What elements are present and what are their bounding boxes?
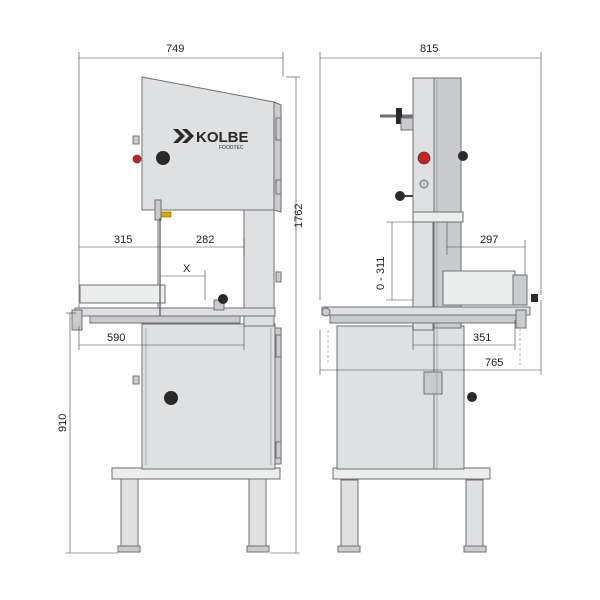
front-left-leg xyxy=(120,477,139,549)
side-blade-guide xyxy=(412,211,464,223)
side-left-leg xyxy=(340,479,359,549)
side-lower-knob xyxy=(467,392,477,402)
dim-left-reach-315: 315 xyxy=(114,234,132,246)
brand-tagline: FOODTEC xyxy=(219,145,244,151)
dim-table-length-590: 590 xyxy=(107,332,125,344)
dim-upper-depth-297: 297 xyxy=(480,234,498,246)
kolbe-logo: KOLBE FOODTEC xyxy=(173,129,249,151)
dim-cut-height-0-311: 0 - 311 xyxy=(375,257,387,290)
side-fence-knob xyxy=(531,294,538,302)
blade-guide-knob xyxy=(395,191,405,201)
fence-lock-knob xyxy=(218,294,228,304)
front-base-plate xyxy=(111,467,281,480)
dim-fence-351: 351 xyxy=(473,332,491,344)
dim-table-depth-765: 765 xyxy=(485,357,503,369)
side-view xyxy=(321,77,538,553)
front-pusher-plate xyxy=(79,284,166,304)
dim-table-height-910: 910 xyxy=(57,414,69,432)
front-table-handle xyxy=(71,309,83,331)
side-dimensions: 815 0 - 311 297 351 765 xyxy=(319,43,542,375)
side-lower-cabinet xyxy=(336,325,465,470)
front-view: KOLBE FOODTEC xyxy=(71,76,282,553)
stop-button-icon xyxy=(132,154,142,164)
front-right-foot xyxy=(246,545,270,553)
upper-door-knob xyxy=(156,151,170,165)
front-left-foot xyxy=(117,545,141,553)
dim-depth-815: 815 xyxy=(420,43,438,55)
front-cabinet-side xyxy=(274,327,282,465)
throat-opening xyxy=(157,209,245,311)
dim-cut-x: X xyxy=(183,263,191,275)
dim-right-reach-282: 282 xyxy=(196,234,214,246)
side-base-plate xyxy=(332,467,491,480)
side-table-handle xyxy=(515,309,527,329)
front-right-leg xyxy=(248,477,267,549)
side-pusher-plate xyxy=(442,270,516,306)
front-dimensions: 749 1762 910 315 282 X 590 xyxy=(57,43,305,554)
lower-door-knob xyxy=(164,391,178,405)
brand-name: KOLBE xyxy=(196,129,249,146)
side-table xyxy=(321,306,531,316)
side-stop-button-icon xyxy=(417,151,431,165)
dim-height-1762: 1762 xyxy=(293,204,305,228)
front-table xyxy=(74,307,276,317)
side-upper-knob xyxy=(458,151,468,161)
front-lower-cabinet xyxy=(141,323,276,470)
side-right-leg xyxy=(465,479,484,549)
front-column xyxy=(243,209,275,327)
blade-tension-handle xyxy=(396,108,402,124)
dim-width-749: 749 xyxy=(166,43,184,55)
